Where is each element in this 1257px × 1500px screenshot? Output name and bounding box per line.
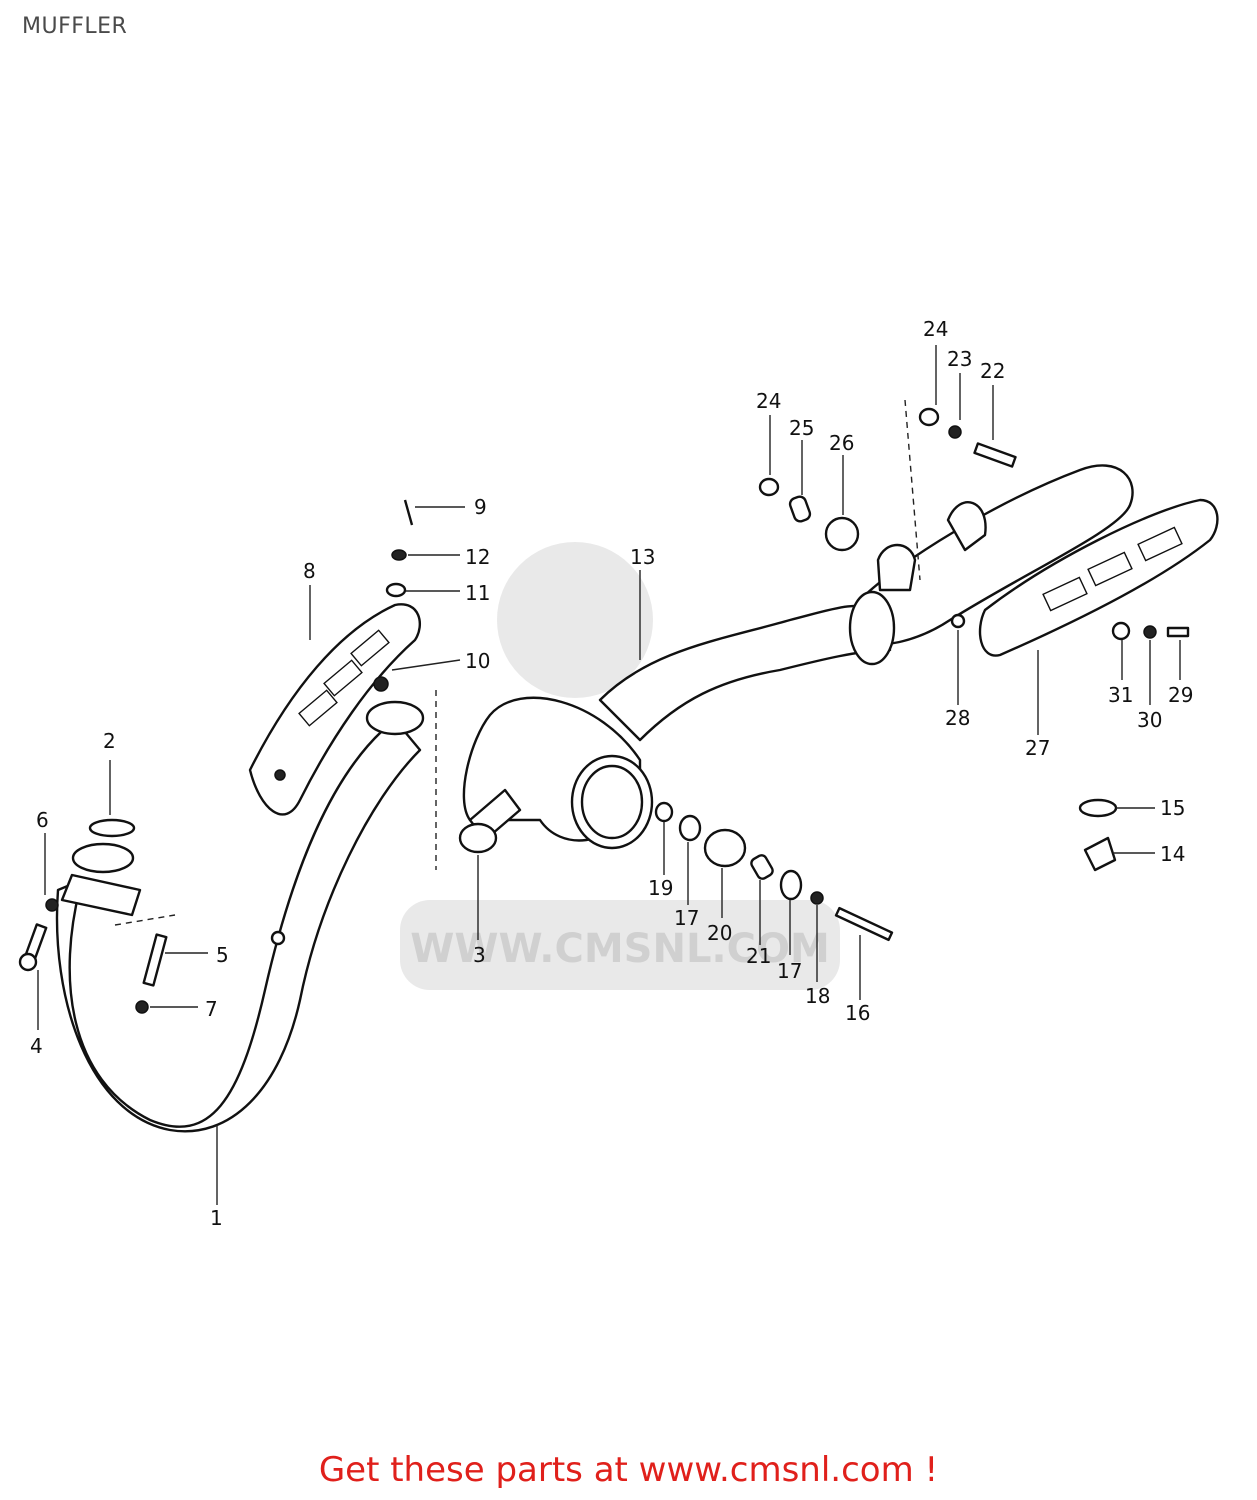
silencer-body: [848, 464, 1219, 666]
part-label: 6: [36, 808, 49, 832]
part-label: 13: [630, 545, 655, 569]
part-label: 22: [980, 359, 1005, 383]
part-label: 14: [1160, 842, 1185, 866]
part-label: 28: [945, 706, 970, 730]
part-label: 24: [756, 389, 781, 413]
part-label: 15: [1160, 796, 1185, 820]
part-label: 1: [210, 1206, 223, 1230]
part-label: 4: [30, 1034, 43, 1058]
part-label: 3: [473, 943, 486, 967]
part-label: 17: [777, 959, 802, 983]
page-title: MUFFLER: [22, 14, 128, 39]
part-label: 19: [648, 876, 673, 900]
part-label: 27: [1025, 736, 1050, 760]
footer-link[interactable]: Get these parts at www.cmsnl.com !: [318, 1450, 939, 1490]
part-label: 21: [746, 944, 771, 968]
part-label: 12: [465, 545, 490, 569]
part-label: 2: [103, 729, 116, 753]
part-label: 18: [805, 984, 830, 1008]
part-label: 7: [205, 997, 218, 1021]
part-label: 29: [1168, 683, 1193, 707]
leader-lines: [37, 345, 1181, 1205]
part-number-labels: 1 2 3 4 5 6 7 8 9 12 11 10 13 24 23 22 2…: [30, 317, 1193, 1230]
part-label: 10: [465, 649, 490, 673]
part-label: 26: [829, 431, 854, 455]
part-label: 11: [465, 581, 490, 605]
part-label: 17: [674, 906, 699, 930]
part-label: 5: [216, 943, 229, 967]
part-label: 16: [845, 1001, 870, 1025]
heat-shield-front: [248, 603, 422, 816]
part-label: 20: [707, 921, 732, 945]
part-label: 23: [947, 347, 972, 371]
part-label: 24: [923, 317, 948, 341]
part-label: 9: [474, 495, 487, 519]
muffler-front-chamber: [458, 604, 892, 854]
exhaust-pipe: [55, 700, 425, 1133]
part-label: 31: [1108, 683, 1133, 707]
part-label: 30: [1137, 708, 1162, 732]
part-label: 25: [789, 416, 814, 440]
part-label: 8: [303, 559, 316, 583]
